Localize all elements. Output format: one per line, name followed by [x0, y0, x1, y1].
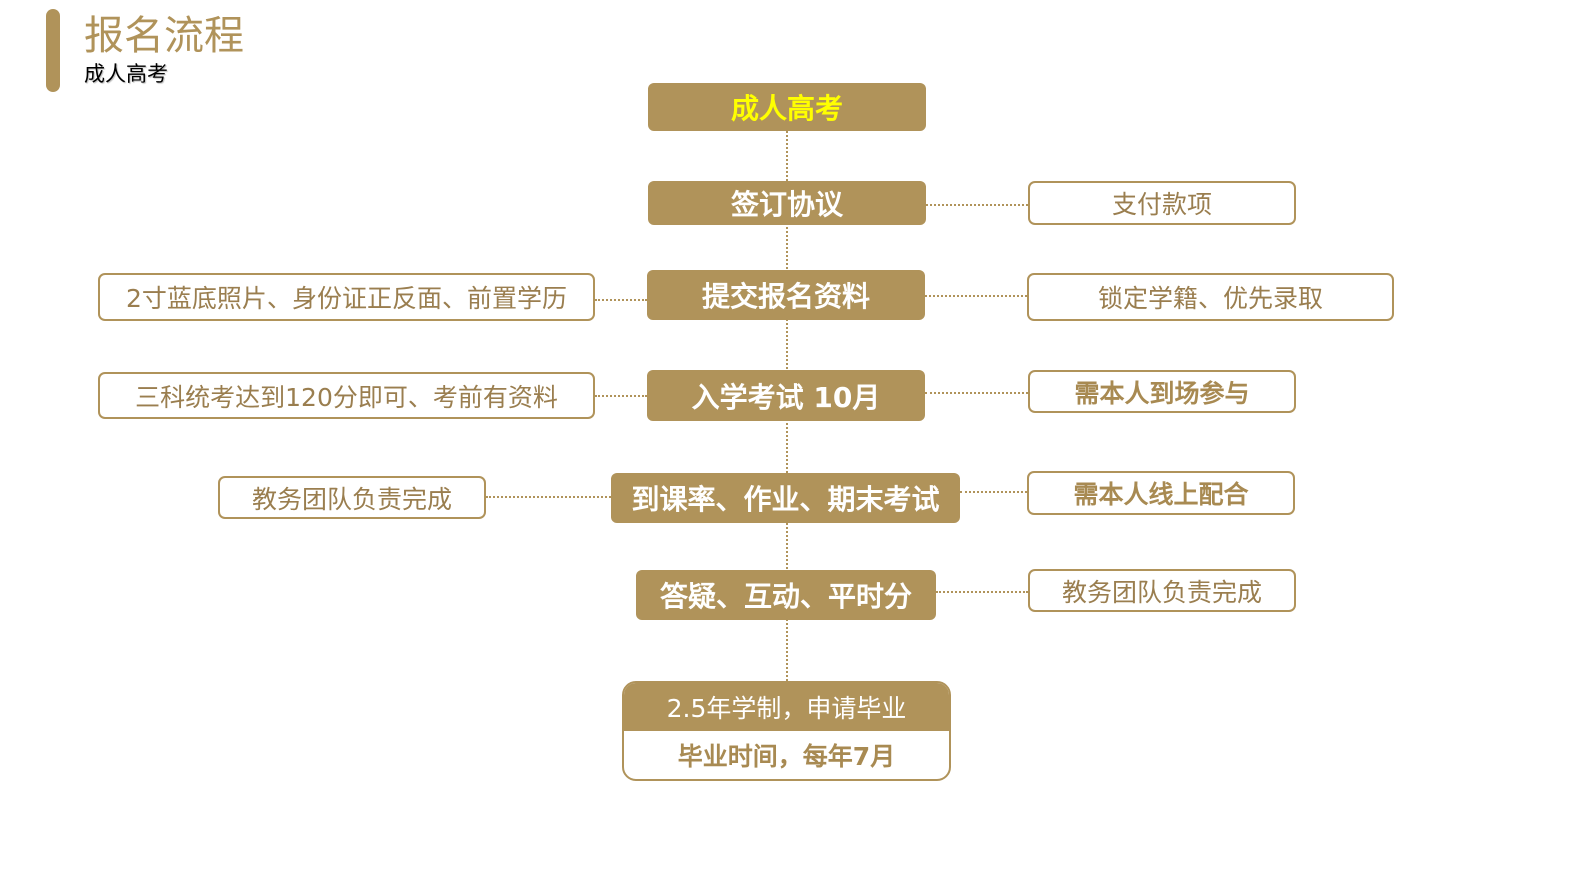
page-subtitle: 成人高考 [84, 62, 168, 86]
step-qa: 答疑、互动、平时分 [636, 570, 936, 620]
graduation-time: 毕业时间，每年7月 [677, 742, 896, 771]
note-in-person: 需本人到场参与 [1028, 370, 1296, 413]
step-entrance-exam: 入学考试 10月 [647, 370, 925, 421]
connector [595, 299, 647, 301]
note-online: 需本人线上配合 [1027, 471, 1295, 515]
graduation-apply: 2.5年学制，申请毕业 [624, 683, 949, 731]
note-documents: 2寸蓝底照片、身份证正反面、前置学历 [98, 273, 595, 321]
note-enrollment-lock: 锁定学籍、优先录取 [1027, 273, 1394, 321]
connector [960, 491, 1027, 493]
note-team-left: 教务团队负责完成 [218, 476, 486, 519]
step-submit-materials: 提交报名资料 [647, 270, 925, 320]
step-sign-agreement: 签订协议 [648, 181, 926, 225]
connector [925, 295, 1027, 297]
connector [595, 395, 647, 397]
title-accent-bar [46, 9, 60, 92]
step-coursework: 到课率、作业、期末考试 [611, 473, 960, 523]
note-team-right: 教务团队负责完成 [1028, 569, 1296, 612]
note-payment: 支付款项 [1028, 181, 1296, 225]
connector [926, 204, 1028, 206]
connector [936, 591, 1028, 593]
step-graduation: 2.5年学制，申请毕业 毕业时间，每年7月 [622, 681, 951, 781]
page-title: 报名流程 [84, 13, 244, 59]
note-exam-score: 三科统考达到120分即可、考前有资料 [98, 372, 595, 419]
step-start: 成人高考 [648, 83, 926, 131]
connector [925, 392, 1028, 394]
connector [486, 496, 611, 498]
